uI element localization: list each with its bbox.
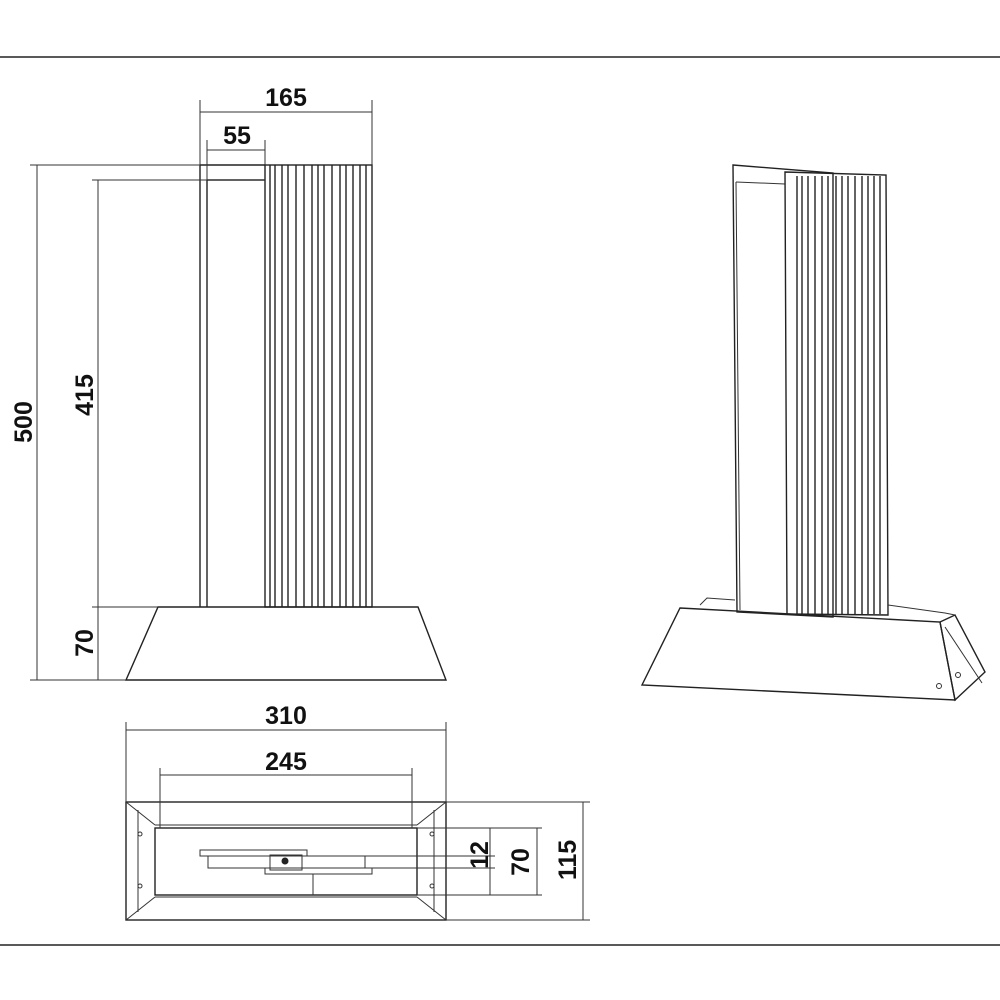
dimension-55: 55 bbox=[206, 122, 266, 180]
burner-hole bbox=[281, 857, 289, 865]
dimension-500: 500 bbox=[10, 164, 200, 681]
base-side-face bbox=[939, 614, 986, 702]
dimension-165: 165 bbox=[199, 84, 373, 165]
dimension-415: 415 bbox=[71, 179, 265, 608]
front-view: 165 55 500 415 70 bbox=[10, 84, 448, 681]
base-outline bbox=[125, 801, 447, 921]
dimension-115: 115 bbox=[446, 801, 590, 921]
dimension-label: 55 bbox=[223, 122, 251, 150]
base-front-face bbox=[640, 607, 956, 701]
dimension-label: 500 bbox=[10, 401, 38, 443]
dimension-12: 12 bbox=[365, 828, 495, 895]
dimension-label: 310 bbox=[265, 702, 307, 730]
dimension-310: 310 bbox=[125, 702, 447, 802]
dimension-label: 70 bbox=[71, 629, 99, 657]
burner-plate bbox=[264, 867, 373, 875]
fluted-column bbox=[784, 171, 889, 616]
dimension-245: 245 bbox=[159, 748, 413, 828]
dimension-label: 12 bbox=[466, 841, 494, 869]
dimension-70: 70 bbox=[71, 607, 99, 680]
dimension-label: 70 bbox=[507, 848, 535, 876]
dimension-label: 165 bbox=[265, 84, 307, 112]
inner-tray bbox=[154, 827, 418, 896]
column-flutes bbox=[796, 176, 881, 614]
dimension-label: 415 bbox=[71, 374, 99, 416]
plan-view: 310 245 12 70 115 bbox=[125, 702, 590, 921]
dimension-70-plan: 70 bbox=[417, 827, 542, 896]
column-flutes bbox=[269, 165, 367, 607]
dimension-label: 115 bbox=[554, 840, 582, 880]
dimension-label: 245 bbox=[265, 748, 307, 776]
perspective-view bbox=[640, 164, 986, 702]
base-trapezoid bbox=[124, 606, 448, 681]
panel-back bbox=[732, 164, 834, 618]
